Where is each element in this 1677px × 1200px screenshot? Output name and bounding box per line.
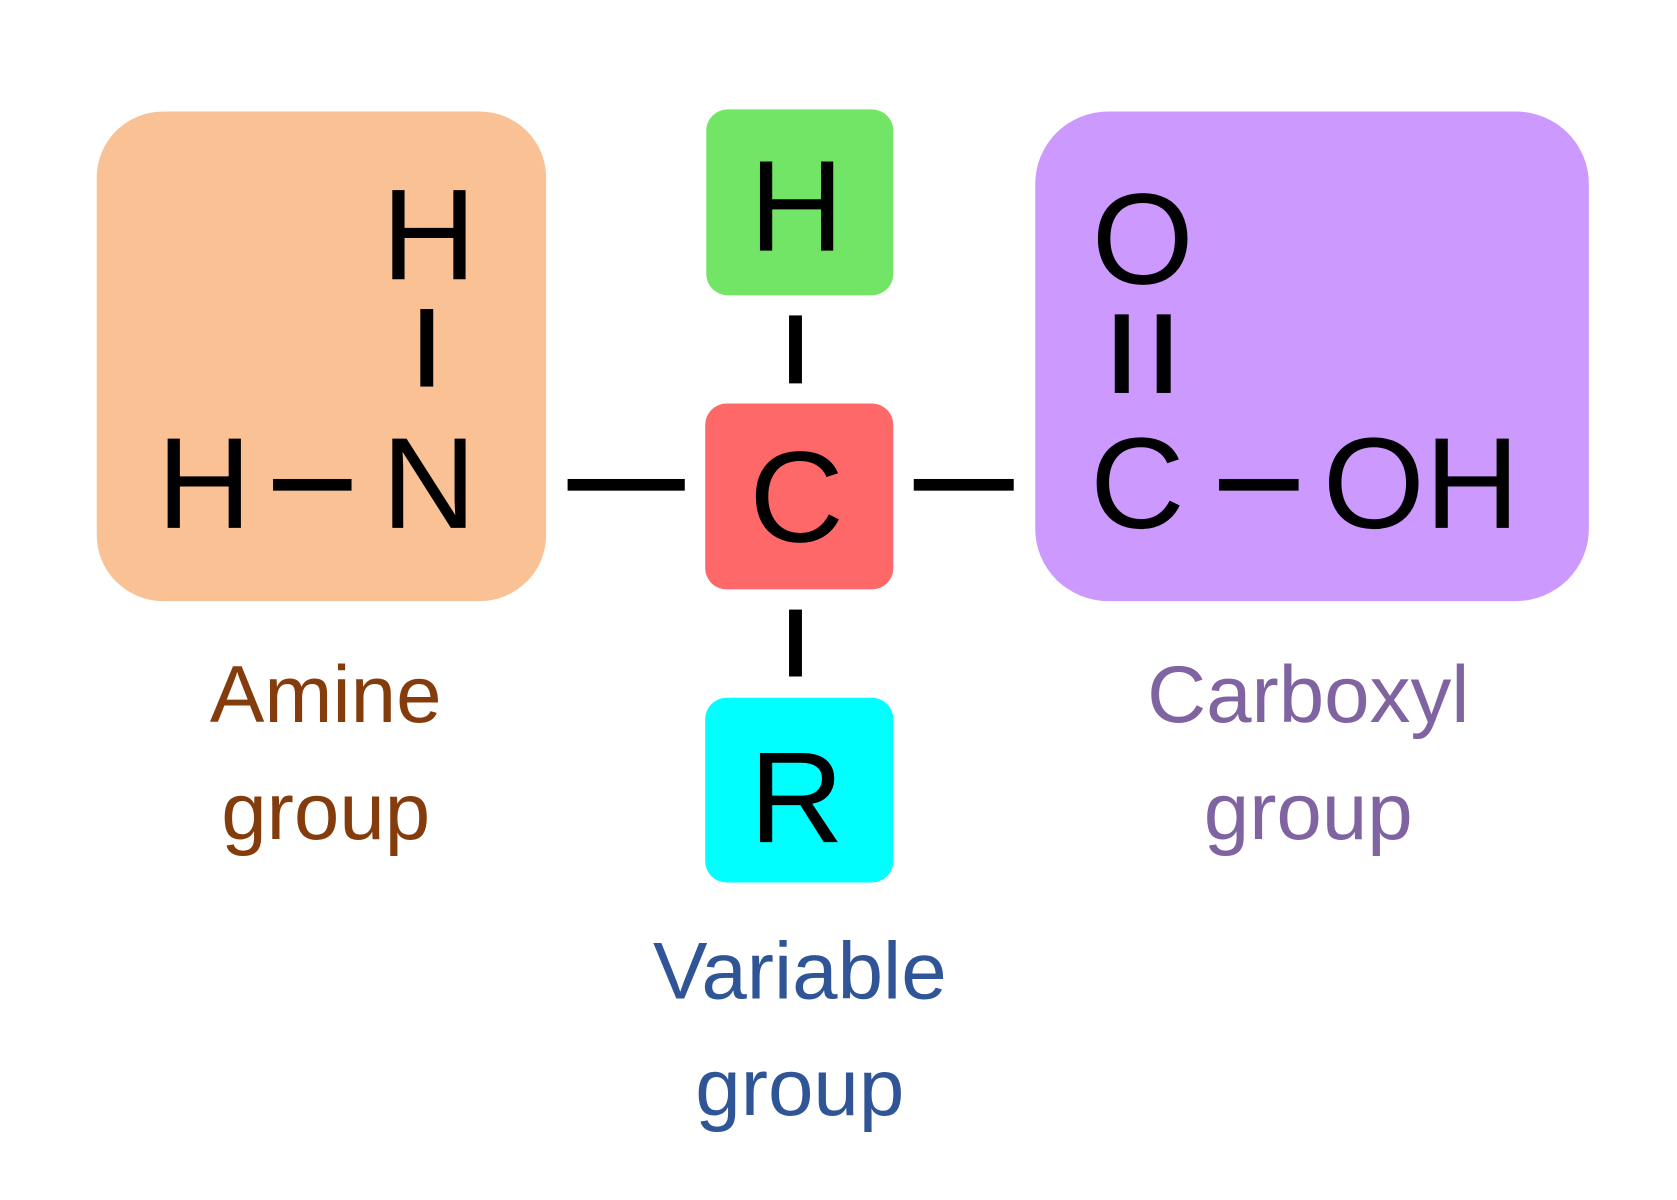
amine-hydrogen-top: H	[381, 162, 477, 307]
hydrogen-box	[706, 109, 894, 296]
bond-c-r	[789, 609, 802, 677]
bond-c-oh	[1219, 478, 1299, 491]
r-group: R	[749, 725, 844, 870]
amine-nitrogen: N	[381, 410, 477, 556]
bond-h-n	[273, 478, 352, 491]
alpha-carbon: C	[749, 424, 844, 570]
carboxyl-hydroxyl: OH	[1322, 410, 1520, 556]
amine-label-line2: group	[221, 766, 431, 858]
bond-n-c	[567, 478, 685, 491]
carboxyl-carbon: C	[1089, 410, 1185, 556]
double-bond-right	[1156, 314, 1171, 393]
amine-group-box	[96, 111, 547, 602]
carboxyl-oxygen: O	[1091, 166, 1194, 312]
alpha-carbon-box	[705, 403, 894, 590]
bond-n-h-vertical	[420, 309, 434, 387]
r-group-box	[705, 697, 894, 883]
double-bond-left	[1114, 314, 1129, 393]
carboxyl-label-line1: Carboxyl	[1147, 649, 1470, 741]
bond-c-carboxyl	[913, 478, 1014, 491]
bond-c-h	[789, 315, 802, 384]
amine-label-line1: Amine	[209, 649, 442, 741]
carboxyl-label-line2: group	[1203, 766, 1413, 858]
variable-label-line1: Variable	[652, 926, 947, 1017]
variable-label-line2: group	[695, 1042, 905, 1134]
amine-hydrogen-left: H	[156, 410, 252, 556]
center-hydrogen: H	[749, 133, 844, 279]
